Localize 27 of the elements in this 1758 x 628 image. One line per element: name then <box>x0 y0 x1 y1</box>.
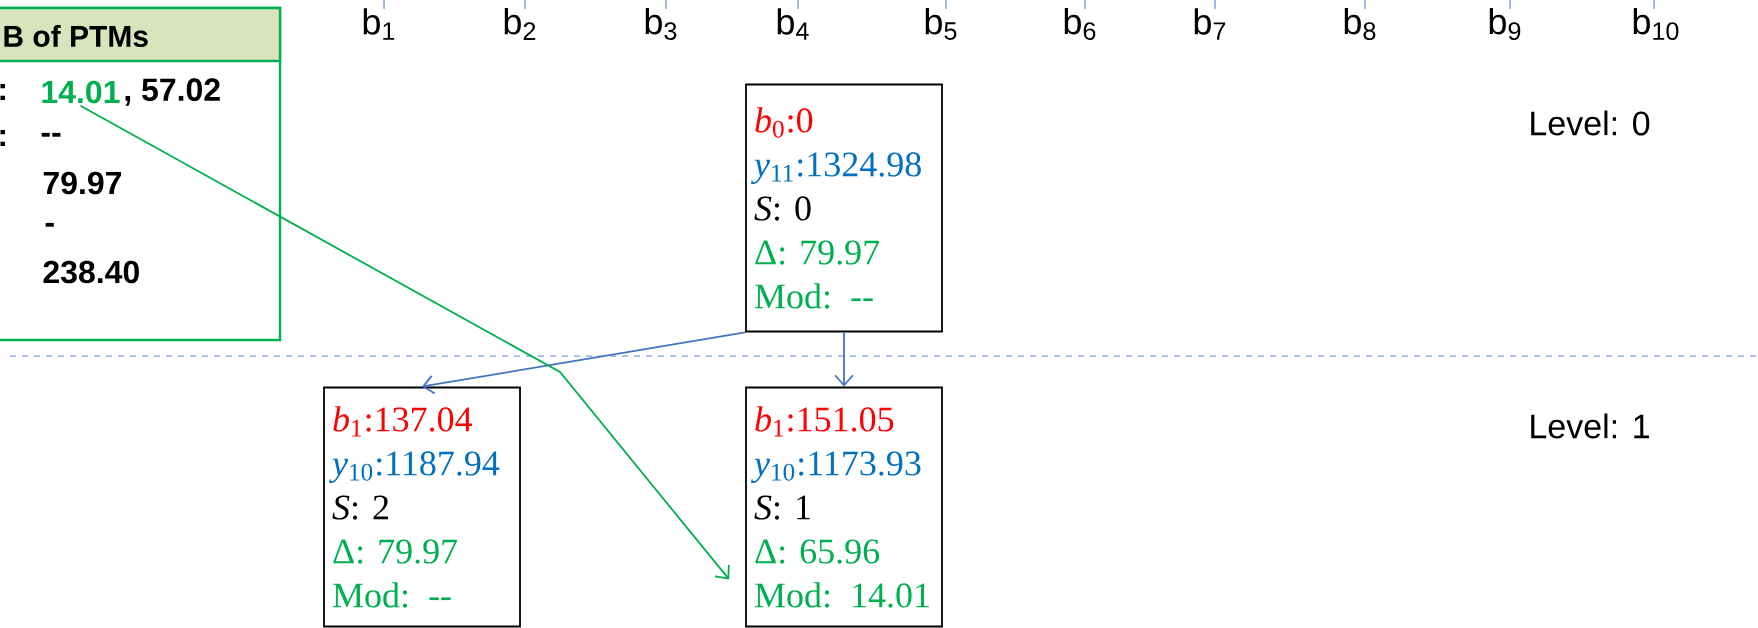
table-header: B of PTMs <box>0 6 282 63</box>
position-label: b$_{6}$ <box>1064 8 1096 40</box>
table-text: -- <box>41 132 61 137</box>
table-text: 238.40 <box>43 260 139 284</box>
position-label: b$_{9}$ <box>1489 8 1521 40</box>
state-box: b$_{0}$:0 y$_{11}$:1324.98 S: 0 Δ: 79.97 Mod: -- <box>745 83 943 333</box>
level-label: Level: 1 <box>1531 413 1649 439</box>
position-label: b$_{10}$ <box>1633 8 1679 40</box>
position-label: b$_{5}$ <box>925 8 957 40</box>
position-label: b$_{8}$ <box>1344 8 1376 40</box>
table-text: - <box>45 222 54 227</box>
position-label: b$_{1}$ <box>363 8 395 40</box>
highlighted-value: 14.01 <box>42 80 120 104</box>
position-label: b$_{2}$ <box>504 8 536 40</box>
state-box: b$_{1}$:137.04 y$_{10}$:1187.94 S: 2 Δ: 79.97 Mod: -- <box>323 386 521 628</box>
table-text: , 57.02 <box>125 78 220 106</box>
position-label: b$_{3}$ <box>645 8 677 40</box>
arrow <box>422 331 746 395</box>
level-label: Level: 0 <box>1531 110 1650 136</box>
position-label: b$_{7}$ <box>1194 8 1226 40</box>
table-text: : <box>0 129 5 147</box>
position-label: b$_{4}$ <box>777 8 809 40</box>
arrow <box>79 104 730 580</box>
state-box: b$_{1}$:151.05 y$_{10}$:1173.93 S: 1 Δ: 65.96 Mod: 14.01 <box>745 386 943 628</box>
table-text: : <box>0 83 5 101</box>
arrow <box>834 331 854 387</box>
table-text: 79.97 <box>43 171 122 195</box>
